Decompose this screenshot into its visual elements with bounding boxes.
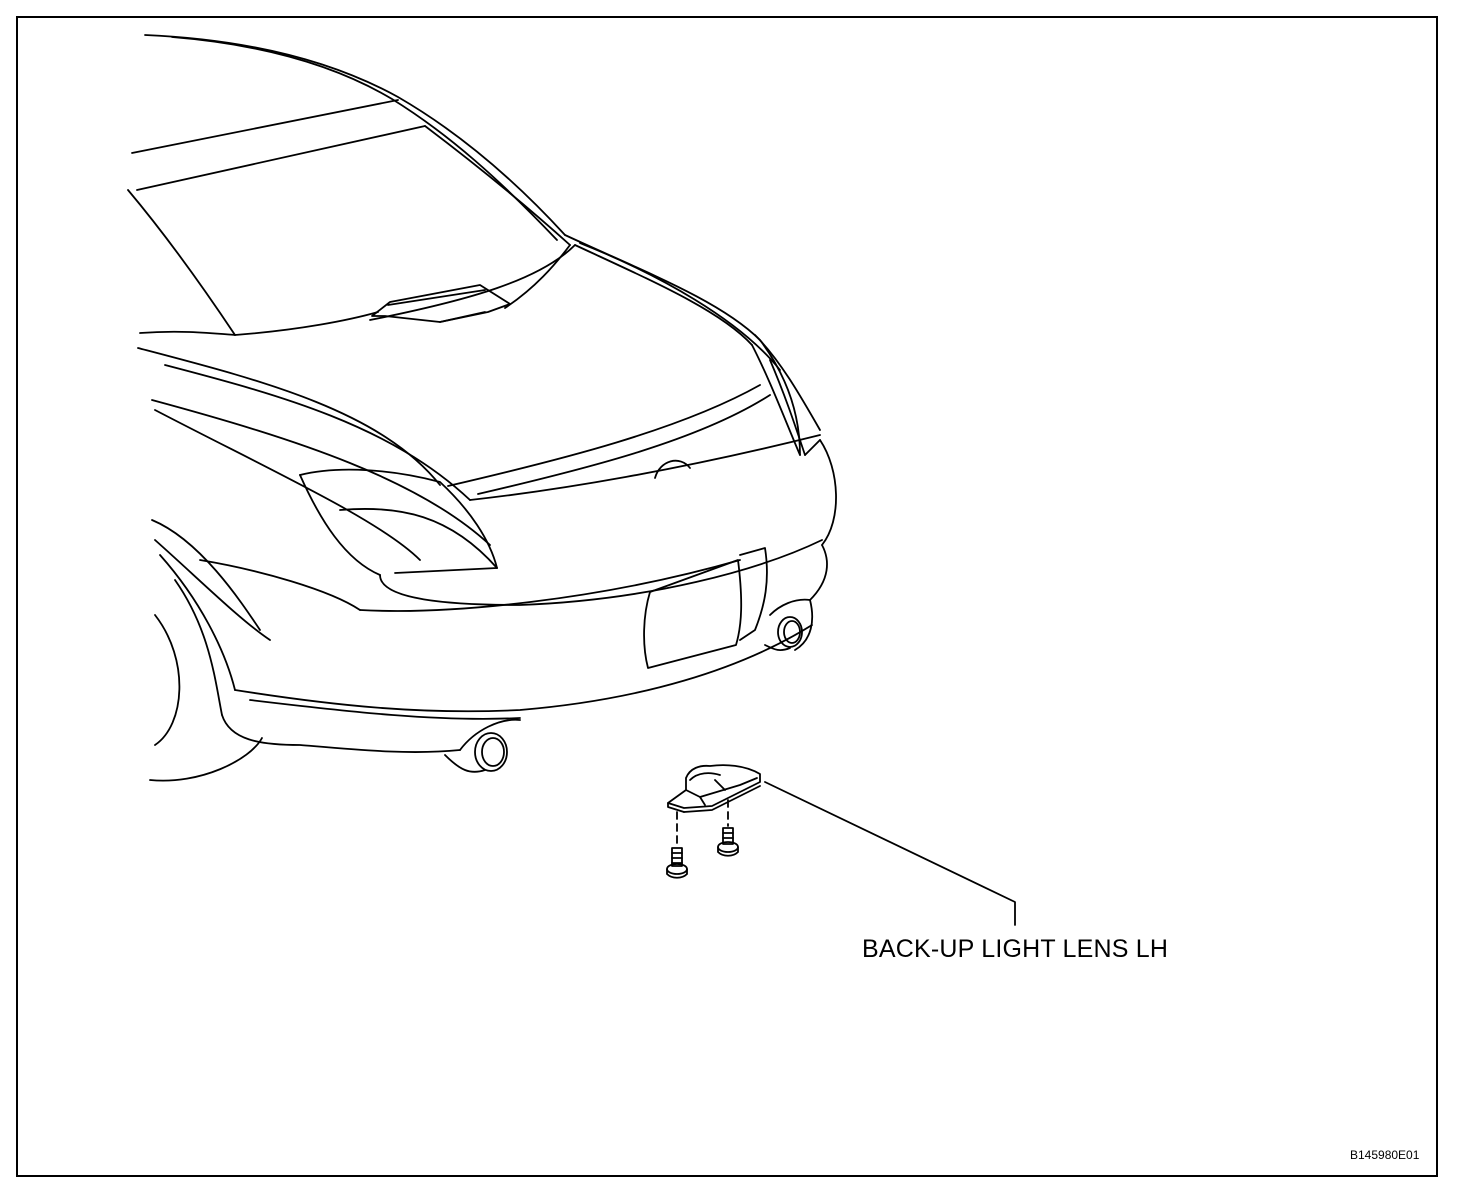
exhaust-tip-left <box>444 718 521 773</box>
diagram-frame <box>16 16 1438 1177</box>
screw-left <box>666 847 688 879</box>
tail-light-left <box>299 468 498 576</box>
high-mount-stop-light <box>371 284 511 323</box>
license-plate-recess <box>643 547 768 669</box>
rear-window <box>127 125 571 336</box>
back-up-light-lens-part <box>667 764 761 813</box>
tail-light-right <box>754 334 821 456</box>
roof-outline <box>131 34 566 241</box>
body-shoulder <box>137 330 491 561</box>
trunk-lid <box>369 234 821 501</box>
quarter-panel <box>151 519 271 716</box>
rear-bumper-upper <box>199 439 837 612</box>
callout-leader-line <box>764 781 1016 926</box>
figure-code: B145980E01 <box>1350 1148 1420 1162</box>
screw-right <box>717 827 739 857</box>
exhaust-tip-right <box>764 598 811 652</box>
rear-wheel-arch <box>149 614 263 782</box>
rear-bumper-lower <box>221 599 814 753</box>
installation-guide-lines <box>676 799 729 847</box>
callout-label-back-up-light-lens-lh: BACK-UP LIGHT LENS LH <box>862 935 1169 963</box>
